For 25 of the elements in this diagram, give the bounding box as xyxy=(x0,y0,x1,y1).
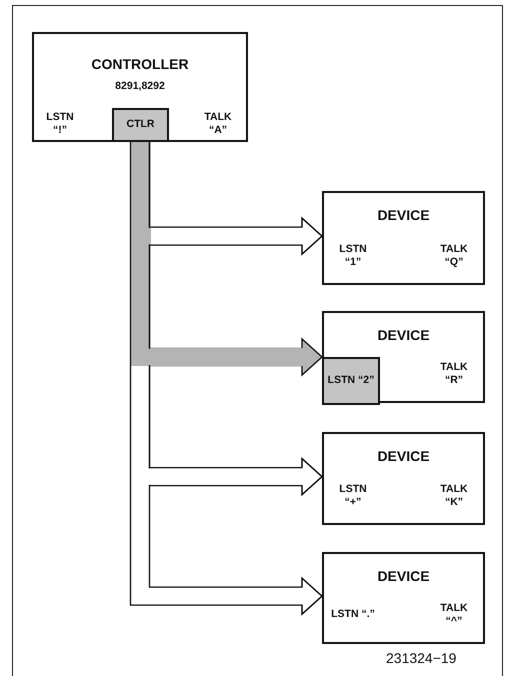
device-box xyxy=(322,432,485,525)
device-box xyxy=(322,311,485,403)
port-label: TALK “K” xyxy=(439,482,469,510)
port-label: LSTN “+” xyxy=(338,482,368,510)
figure-number: 231324−19 xyxy=(386,650,456,666)
port-label: LSTN “!” xyxy=(45,110,75,138)
port-label: CTLR xyxy=(126,118,156,132)
device-box xyxy=(322,552,485,644)
device-box xyxy=(322,191,485,285)
port-label: TALK “A” xyxy=(203,110,233,138)
box-title: DEVICE xyxy=(376,207,431,224)
box-title: DEVICE xyxy=(376,568,431,586)
highlighted-port-box xyxy=(322,357,380,405)
port-label: LSTN “1” xyxy=(338,242,368,270)
port-label: LSTN “2” xyxy=(326,374,376,388)
box-title: CONTROLLER xyxy=(90,56,190,74)
highlighted-port-box xyxy=(112,108,169,142)
port-label: LSTN “.” xyxy=(331,608,375,622)
port-label: TALK “Q” xyxy=(439,242,469,270)
part-number: 8291,8292 xyxy=(114,80,166,94)
port-label: TALK “^” xyxy=(439,602,469,628)
port-label: TALK “R” xyxy=(439,360,469,388)
box-title: DEVICE xyxy=(376,327,431,344)
controller-box xyxy=(32,32,248,142)
box-title: DEVICE xyxy=(376,448,431,466)
